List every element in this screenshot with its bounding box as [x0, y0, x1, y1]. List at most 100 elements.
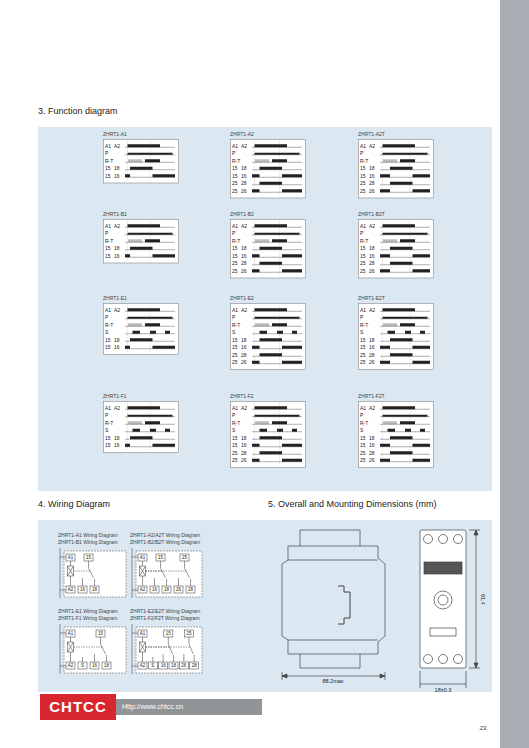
- function-panel: ZHRT1-A2A1A2PR-T1518151625282526: [230, 131, 306, 199]
- guide-line: [150, 403, 151, 450]
- lower-panel-ground: [38, 520, 492, 692]
- timing-tick: [260, 323, 261, 326]
- signal-label: R-T: [360, 238, 368, 244]
- signal-label: 15: [232, 245, 238, 251]
- din-rail: [338, 586, 350, 624]
- signal-level: [125, 346, 130, 349]
- signal-level: [380, 444, 390, 447]
- signal-label: 26: [369, 188, 375, 194]
- signal-label: A1: [232, 223, 238, 229]
- signal-label: 15: [105, 344, 111, 350]
- signal-level: [260, 182, 283, 185]
- timing-tick: [139, 239, 140, 242]
- signal-level: [383, 415, 428, 417]
- timing-tick: [396, 239, 397, 242]
- signal-level: [390, 338, 413, 341]
- signal-level: [145, 239, 160, 242]
- side-strip: [500, 0, 529, 748]
- timing-tick: [386, 421, 387, 424]
- signal-level: [272, 159, 287, 162]
- signal-level: [130, 338, 153, 341]
- signal-level: [165, 429, 170, 432]
- coil-cross: [68, 566, 74, 576]
- signal-level: [413, 189, 431, 192]
- signal-label: 26: [241, 188, 247, 194]
- terminal-screw: [454, 655, 463, 664]
- model-title: ZHRT1-E2: [230, 295, 254, 302]
- signal-label: 15: [360, 337, 366, 343]
- url-bar: [116, 699, 262, 715]
- signal-label: 18: [369, 435, 375, 441]
- signal-label: 15: [360, 435, 366, 441]
- signal-label: 15: [360, 173, 366, 179]
- terminal-label: 25: [185, 630, 194, 637]
- timing-tick: [392, 239, 393, 242]
- timing-tick: [396, 159, 397, 162]
- signal-label: 16: [369, 442, 375, 448]
- guide-line: [279, 305, 280, 367]
- signal-label: 25: [360, 457, 366, 463]
- signal-label: 16: [114, 344, 120, 350]
- signal-level: [380, 346, 390, 349]
- signal-level: [272, 421, 287, 424]
- signal-label: A2: [369, 405, 375, 411]
- signal-label: 18: [241, 337, 247, 343]
- timing-tick: [390, 421, 391, 424]
- label-window: [424, 562, 462, 574]
- signal-label: P: [360, 314, 363, 320]
- signal-level: [252, 174, 260, 177]
- signal-label: 15: [105, 173, 111, 179]
- timing-tick: [268, 159, 269, 162]
- timing-tick: [384, 323, 385, 326]
- signal-level: [255, 406, 288, 409]
- signal-level: [380, 174, 390, 177]
- time-knob: [434, 591, 452, 609]
- terminal-box: [138, 630, 147, 637]
- signal-label: P: [105, 314, 108, 320]
- model-title: ZHRT1-A2: [230, 131, 254, 138]
- panel-graphics: [358, 295, 434, 370]
- panel-frame: [359, 140, 434, 199]
- supply-wire: [132, 633, 138, 634]
- timing-tick: [266, 323, 267, 326]
- signal-level: [125, 174, 130, 177]
- timing-tick: [384, 159, 385, 162]
- contact-blade: [101, 644, 106, 654]
- dimension-arrow: [474, 530, 478, 668]
- signal-level: [128, 224, 161, 227]
- timing-tick: [268, 323, 269, 326]
- terminal-box: [102, 662, 111, 669]
- terminal-label: 16: [150, 586, 159, 593]
- signal-level: [383, 406, 416, 409]
- terminal-label: A1: [138, 554, 147, 561]
- terminal-box: [156, 554, 165, 561]
- signal-level: [383, 144, 416, 147]
- signal-level: [420, 331, 425, 334]
- signal-level: [260, 331, 268, 334]
- signal-label: R-T: [232, 158, 240, 164]
- signal-label: 15: [360, 344, 366, 350]
- model-title: ZHRT1-F2T: [358, 393, 385, 400]
- wiring-title: ZHRT1-A2/A2T Wiring Diagram: [130, 532, 200, 539]
- signal-label: S: [360, 329, 363, 335]
- signal-level: [282, 254, 302, 257]
- signal-label: 16: [369, 344, 375, 350]
- timing-tick: [266, 159, 267, 162]
- supply-rail: [132, 548, 133, 598]
- signal-level: [413, 254, 431, 257]
- timing-tick: [260, 159, 261, 162]
- signal-level: [153, 346, 176, 349]
- terminal-label: A1: [66, 554, 75, 561]
- timing-tick: [392, 421, 393, 424]
- model-title: ZHRT1-F2: [230, 393, 254, 400]
- signal-label: 16: [369, 173, 375, 179]
- signal-level: [150, 331, 156, 334]
- terminal-label: 15: [84, 554, 93, 561]
- guide-line: [127, 305, 128, 352]
- signal-label: 28: [369, 450, 375, 456]
- wiring-diagram: ZHRT1-E2/E2T Wiring DiagramZHRT1-F2/F2T …: [130, 608, 204, 676]
- timing-tick: [133, 421, 134, 424]
- panel-frame: [231, 402, 306, 468]
- signal-label: 18: [114, 245, 120, 251]
- contact-blade: [189, 644, 193, 654]
